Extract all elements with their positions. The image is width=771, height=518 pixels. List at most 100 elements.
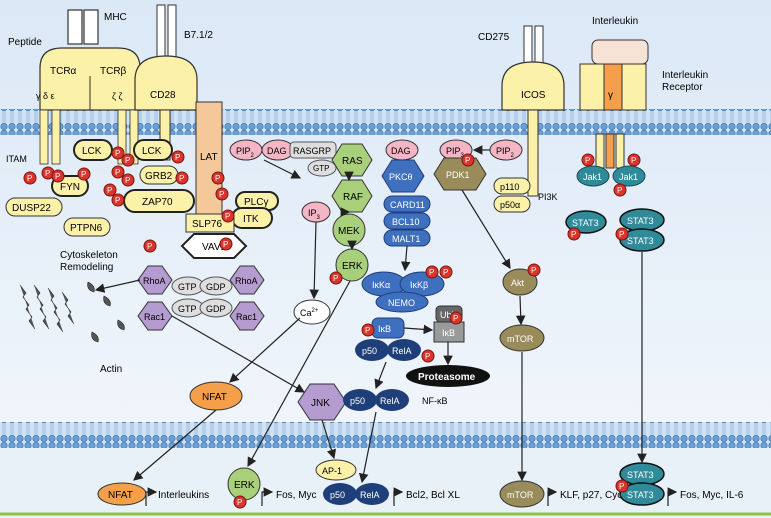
relab-label: RelA xyxy=(380,396,400,406)
svg-text:STAT3: STAT3 xyxy=(572,218,599,228)
jak1-right: Jak1 xyxy=(612,165,646,187)
svg-text:ERK: ERK xyxy=(342,261,363,272)
actin-label: Actin xyxy=(100,364,122,375)
svg-text:DUSP22: DUSP22 xyxy=(12,203,51,214)
phospho-label: P xyxy=(619,230,624,239)
jnk: JNK xyxy=(297,383,347,421)
phospho-label: P xyxy=(585,156,590,165)
gamma-label: γ xyxy=(608,90,613,101)
tcrb-label: TCRβ xyxy=(100,66,127,77)
svg-text:DAG: DAG xyxy=(391,146,411,156)
svg-text:GTP: GTP xyxy=(313,164,329,173)
svg-text:STAT3: STAT3 xyxy=(627,490,654,500)
phospho-marker xyxy=(77,167,91,181)
phospho-label: P xyxy=(223,240,228,249)
il-receptor-label-1: Interleukin xyxy=(662,70,708,81)
svg-text:GDP: GDP xyxy=(206,282,226,292)
svg-text:STAT3: STAT3 xyxy=(627,216,654,226)
phospho-label: P xyxy=(443,268,448,277)
phospho-label: P xyxy=(617,186,622,195)
nfat-nucleus: NFAT xyxy=(97,482,147,506)
mtor-nucleus: mTOR xyxy=(499,480,545,508)
phospho-label: P xyxy=(179,174,184,183)
dag-left: DAG xyxy=(261,139,295,161)
svg-text:p50: p50 xyxy=(330,490,345,500)
pkc-theta: PKCθ xyxy=(381,159,425,193)
svg-text:BCL10: BCL10 xyxy=(392,217,420,227)
stat3-monomer: STAT3 xyxy=(565,210,607,234)
peptide-label: Peptide xyxy=(8,37,42,48)
fos-myc-text: Fos, Myc xyxy=(276,490,317,501)
phospho-label: P xyxy=(425,352,430,361)
phospho-label: P xyxy=(365,326,370,335)
interleukin-ligand xyxy=(591,39,649,65)
phospho-marker xyxy=(329,271,343,285)
svg-text:mTOR: mTOR xyxy=(507,334,534,344)
svg-text:STAT3: STAT3 xyxy=(627,236,654,246)
lat-label: LAT xyxy=(200,152,218,163)
itk: ITK xyxy=(231,207,273,229)
p110: p110 xyxy=(493,177,531,195)
pip2-left: PIP2 xyxy=(229,139,263,161)
phospho-label: P xyxy=(215,174,220,183)
nuclear-membrane xyxy=(0,422,771,448)
phospho-label: P xyxy=(115,196,120,205)
svg-text:GTP: GTP xyxy=(178,282,197,292)
phospho-label: P xyxy=(333,274,338,283)
svg-text:PIP3: PIP3 xyxy=(446,146,465,159)
icos-label: ICOS xyxy=(521,90,546,101)
svg-text:ZAP70: ZAP70 xyxy=(142,197,173,208)
gtp-2: GTP xyxy=(171,298,205,318)
tcr-transmembrane xyxy=(39,109,139,165)
gdp-1: GDP xyxy=(199,276,233,296)
transcription-marks xyxy=(145,487,678,506)
phospho-label: P xyxy=(147,242,152,251)
svg-text:DAG: DAG xyxy=(267,146,287,156)
klf-text: KLF, p27, Cyclin E xyxy=(560,490,642,501)
itam-label: ITAM xyxy=(6,154,27,164)
p50b-label: p50 xyxy=(350,396,365,406)
mek: MEK xyxy=(332,213,366,247)
phospho-marker xyxy=(219,237,233,251)
svg-text:RAS: RAS xyxy=(342,156,363,167)
nfkb-label: NF-κB xyxy=(422,396,448,406)
phospho-label: P xyxy=(225,212,230,221)
gdp-2: GDP xyxy=(199,298,233,318)
fos-myc-il6-text: Fos, Myc, IL-6 xyxy=(680,490,744,501)
phospho-marker xyxy=(627,153,641,167)
icos-receptor xyxy=(501,61,565,111)
interleukin-receptor xyxy=(579,63,647,169)
vav1: VAV1 xyxy=(180,233,248,259)
gtp-1: GTP xyxy=(171,276,205,296)
svg-text:JNK: JNK xyxy=(311,398,330,409)
ikb-label: IκB xyxy=(378,324,391,334)
phospho-marker xyxy=(461,153,475,167)
phospho-label: P xyxy=(619,482,624,491)
svg-text:LCK: LCK xyxy=(142,146,162,157)
phospho-label: P xyxy=(115,168,120,177)
cd3-label: γ δ ε xyxy=(36,91,55,101)
svg-text:GRB2: GRB2 xyxy=(145,171,173,182)
phospho-marker xyxy=(175,171,189,185)
phospho-label: P xyxy=(465,156,470,165)
svg-text:NFAT: NFAT xyxy=(108,490,133,501)
plasma-membrane xyxy=(0,109,771,135)
svg-text:GDP: GDP xyxy=(206,304,226,314)
pi3k-label: PI3K xyxy=(538,192,558,202)
il-receptor-label-2: Receptor xyxy=(662,82,703,93)
phospho-label: P xyxy=(27,174,32,183)
cyto-label-2: Remodeling xyxy=(60,262,113,273)
rela-label: RelA xyxy=(392,346,412,356)
cd28-receptor xyxy=(134,55,198,111)
phospho-marker xyxy=(211,171,225,185)
svg-text:PLCγ: PLCγ xyxy=(244,197,268,208)
pip2-right: PIP2 xyxy=(489,139,523,161)
svg-text:RelA: RelA xyxy=(360,490,380,500)
phospho-label: P xyxy=(631,156,636,165)
cyto-label-1: Cytoskeleton xyxy=(60,250,118,261)
grb2: GRB2 xyxy=(139,165,179,185)
phospho-marker xyxy=(171,150,185,164)
rasgrp: RASGRP xyxy=(289,141,337,159)
